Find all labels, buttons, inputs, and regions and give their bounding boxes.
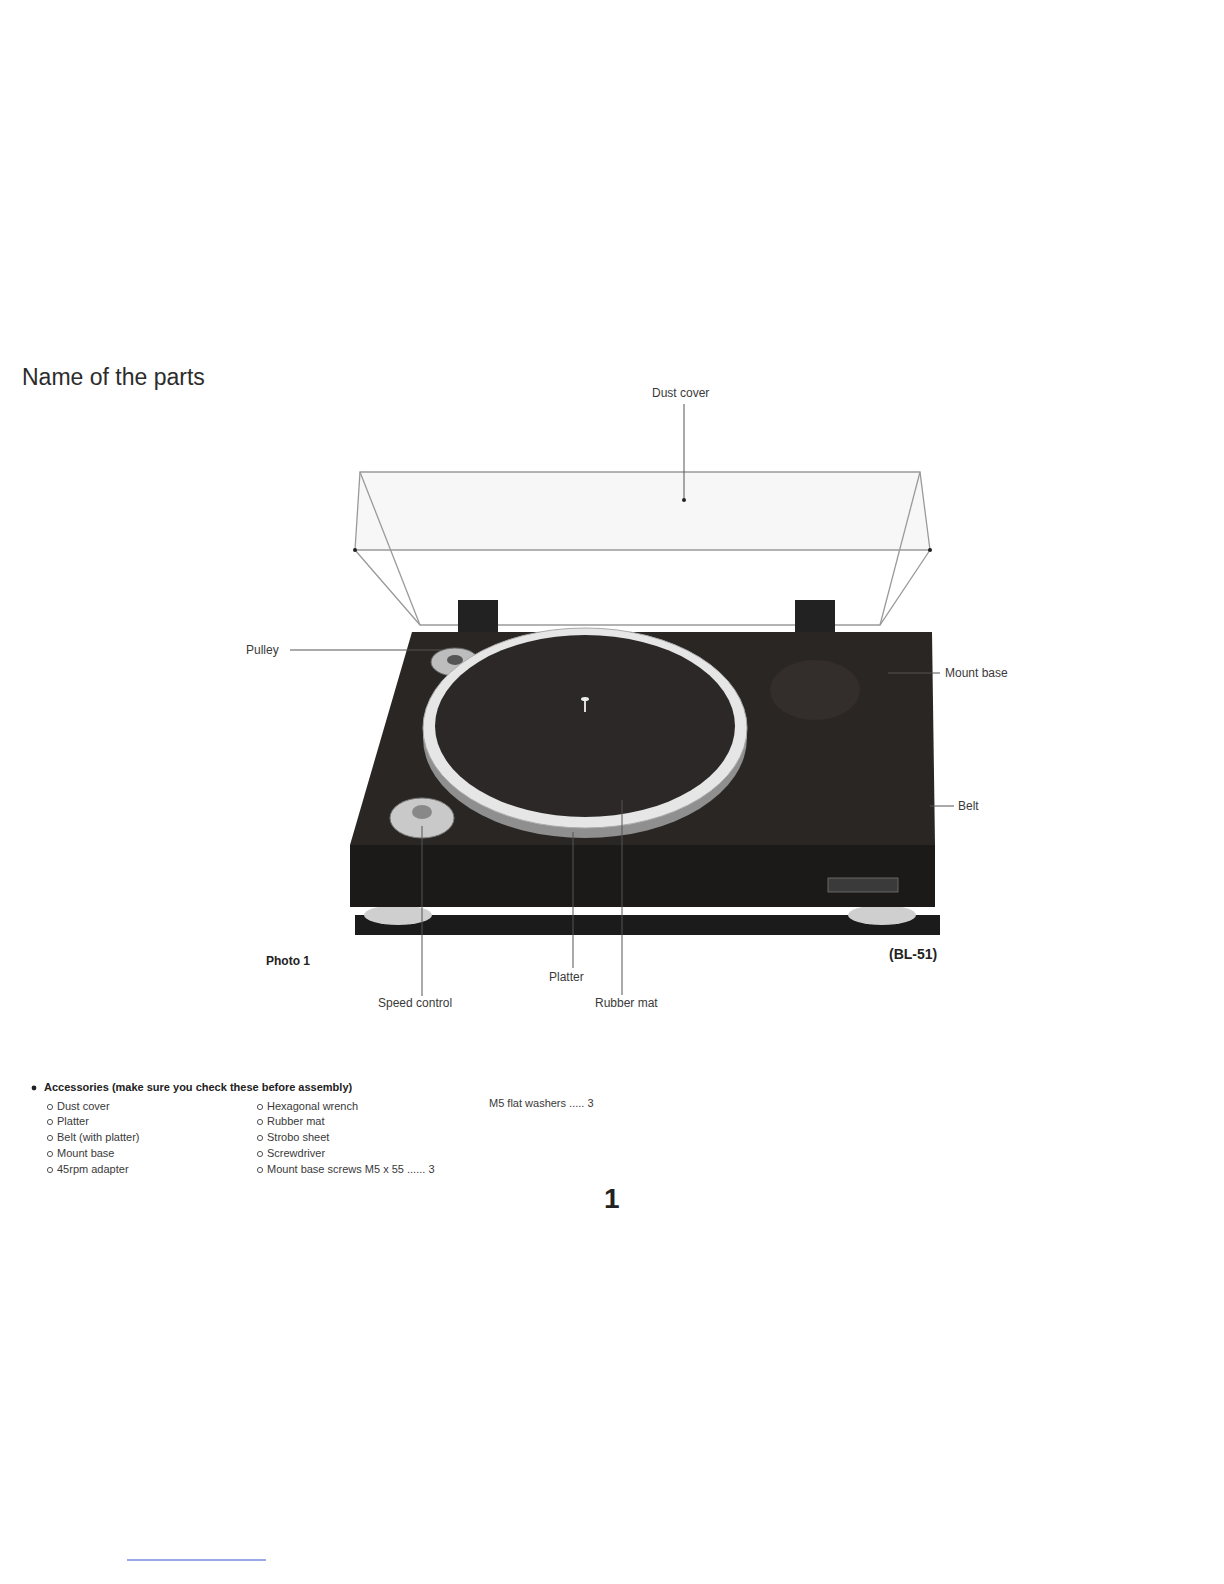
model-label: (BL-51) — [889, 946, 937, 963]
leader-lines — [290, 404, 954, 996]
part-label: Belt — [958, 799, 979, 813]
part-label: Pulley — [246, 643, 279, 657]
page-title: Name of the parts — [22, 364, 205, 391]
part-label: Rubber mat — [595, 996, 658, 1010]
accessory-item: Strobo sheet — [267, 1131, 329, 1144]
part-label: Platter — [549, 970, 584, 984]
accessory-item: Screwdriver — [267, 1147, 325, 1160]
part-label: Speed control — [378, 996, 452, 1010]
accessory-item: Dust cover — [57, 1100, 110, 1113]
accessory-item: Mount base screws M5 x 55 ...... 3 — [267, 1163, 435, 1176]
part-label: Mount base — [945, 666, 1008, 680]
accessory-item: Rubber mat — [267, 1115, 324, 1128]
accessory-item: Hexagonal wrench — [267, 1100, 358, 1113]
accessory-item: 45rpm adapter — [57, 1163, 129, 1176]
photo-caption: Photo 1 — [266, 954, 310, 968]
accessory-item: M5 flat washers ..... 3 — [489, 1097, 594, 1110]
accessory-item: Mount base — [57, 1147, 114, 1160]
accessory-item: Platter — [57, 1115, 89, 1128]
dust-cover-drawing — [355, 472, 930, 625]
accessories-heading: Accessories (make sure you check these b… — [44, 1081, 352, 1094]
part-label: Dust cover — [652, 386, 709, 400]
page-number: 1 — [604, 1182, 620, 1216]
accessory-item: Belt (with platter) — [57, 1131, 140, 1144]
